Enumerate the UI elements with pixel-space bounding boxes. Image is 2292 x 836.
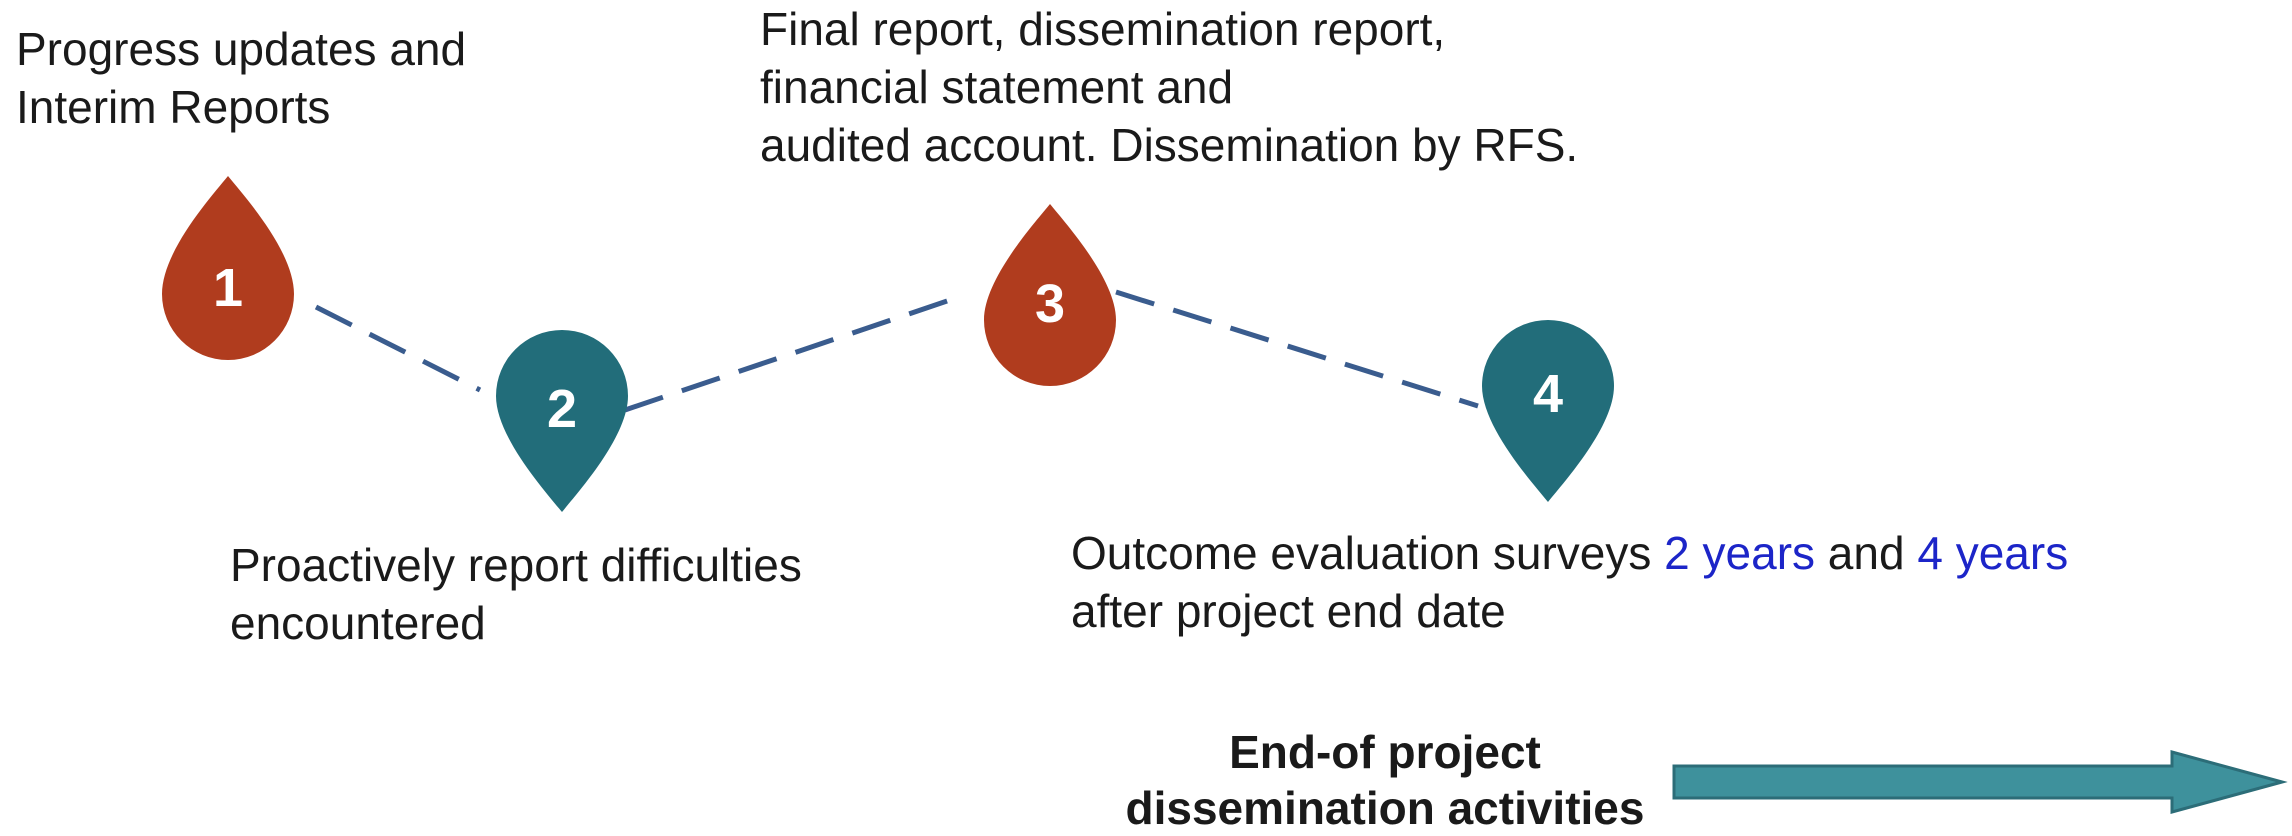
step-4-highlight-4-years: 4 years	[1917, 527, 2069, 579]
footer-title: End-of project dissemination activities	[1085, 724, 1685, 836]
step-2-description: Proactively report difficulties encounte…	[230, 536, 802, 652]
step-4-text-before: Outcome evaluation surveys	[1071, 527, 1665, 579]
milestone-marker-2: 2	[496, 330, 628, 512]
connector-2-3	[624, 293, 963, 413]
step-4-highlight-2-years: 2 years	[1664, 527, 1816, 579]
marker-number-4: 4	[1533, 364, 1563, 424]
connector-3-4	[1115, 289, 1479, 409]
connector-1-2	[314, 304, 482, 393]
step-3-line-3: audited account. Dissemination by RFS.	[760, 119, 1579, 171]
timeline-arrow	[1672, 750, 2288, 814]
step-4-line-1: Outcome evaluation surveys 2 years and 4…	[1071, 524, 2068, 582]
step-3-line-1: Final report, dissemination report,	[760, 3, 1446, 55]
milestone-marker-1: 1	[162, 176, 294, 360]
footer-title-line-2: dissemination activities	[1125, 782, 1645, 834]
step-4-description: Outcome evaluation surveys 2 years and 4…	[1071, 524, 2068, 640]
marker-number-3: 3	[1035, 274, 1065, 334]
footer-title-line-1: End-of project	[1229, 726, 1541, 778]
step-1-line-1: Progress updates and	[16, 23, 467, 75]
step-3-line-2: financial statement and	[760, 61, 1234, 113]
marker-number-2: 2	[547, 379, 577, 439]
step-1-description: Progress updates and Interim Reports	[16, 20, 466, 136]
step-4-text-mid: and	[1815, 527, 1918, 579]
step-2-line-2: encountered	[230, 597, 486, 649]
step-4-line-2: after project end date	[1071, 585, 1506, 637]
step-2-line-1: Proactively report difficulties	[230, 539, 802, 591]
marker-number-1: 1	[213, 258, 243, 318]
milestone-marker-4: 4	[1482, 320, 1614, 502]
step-1-line-2: Interim Reports	[16, 81, 331, 133]
step-3-description: Final report, dissemination report, fina…	[760, 0, 1578, 174]
milestone-marker-3: 3	[984, 204, 1116, 386]
